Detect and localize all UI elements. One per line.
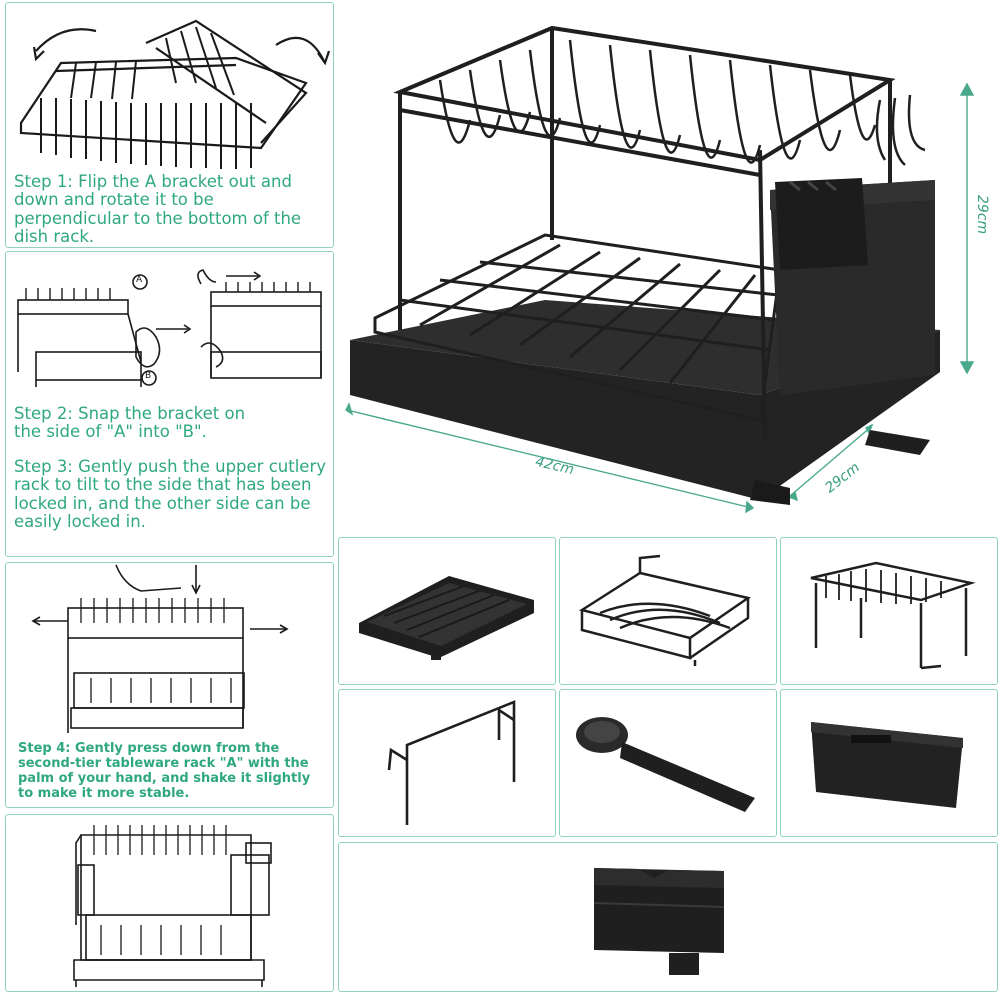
hand-icon <box>135 327 161 368</box>
bracket-b-label: B <box>145 371 152 381</box>
step4-panel: Step 4: Gently press down from the secon… <box>5 562 334 808</box>
part-drip-tray-panel <box>338 537 556 685</box>
part-drip-tray <box>359 576 534 660</box>
bracket-a-label: A <box>136 275 143 285</box>
part-spoon-rest-panel <box>559 689 777 837</box>
step2-text: Step 2: Snap the bracket on the side of … <box>14 404 246 442</box>
part-upper-rack-panel <box>780 537 998 685</box>
step1-panel: Step 1: Flip the A bracket out and down … <box>5 2 334 248</box>
drain-spout <box>865 430 930 455</box>
length-dimension-line <box>346 409 753 509</box>
part-cutlery-holder <box>593 868 725 975</box>
step4-text: Step 4: Gently press down from the secon… <box>18 741 311 801</box>
step1-text: Step 1: Flip the A bracket out and down … <box>14 172 302 247</box>
part-side-cup-panel <box>780 689 998 837</box>
part-side-cup <box>811 722 963 808</box>
part-cutting-board-holder-panel <box>338 689 556 837</box>
drip-tray <box>350 330 940 500</box>
rotate-left-arrow-icon <box>35 28 97 52</box>
assembled-rack-illustration <box>73 825 272 987</box>
snap-bracket-illustration <box>17 269 322 387</box>
main-product-image <box>345 25 975 514</box>
part-cutlery-holder-panel <box>338 842 998 992</box>
hook-icon <box>875 99 887 161</box>
width-dimension-line <box>789 425 873 497</box>
palm-icon <box>115 564 182 592</box>
flip-bracket-illustration <box>19 19 331 169</box>
press-rack-illustration <box>31 564 289 733</box>
step3-text: Step 3: Gently push the upper cutlery ra… <box>14 457 326 532</box>
knife-block <box>775 178 868 270</box>
height-dimension-label: 29cm <box>974 195 990 235</box>
part-spoon-rest <box>576 717 755 812</box>
part-bracket-holder <box>387 700 516 825</box>
part-lower-rack <box>578 554 752 666</box>
part-lower-rack-panel <box>559 537 777 685</box>
step2-3-panel: A B Step 2: Snap the bracket on the side… <box>5 251 334 557</box>
part-upper-rack <box>810 561 976 670</box>
assembled-panel <box>5 814 334 992</box>
